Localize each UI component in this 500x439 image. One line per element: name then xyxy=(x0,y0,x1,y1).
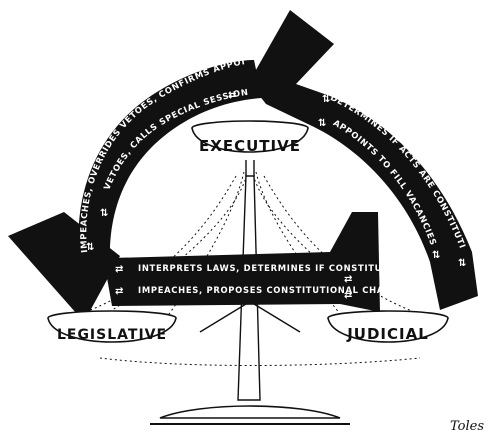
legislative-label: LEGISLATIVE xyxy=(57,327,167,343)
double-arrow-icon: ⇄ xyxy=(228,90,236,101)
double-arrow-icon: ⇅ xyxy=(432,250,440,261)
executive-label: EXECUTIVE xyxy=(199,137,301,155)
double-arrow-icon: ⇄ xyxy=(115,264,123,275)
double-arrow-icon: ⇄ xyxy=(344,290,352,301)
pan-judicial: JUDICIAL xyxy=(327,310,449,343)
double-arrow-icon: ⇅ xyxy=(322,94,330,105)
label-left-inner: VETOES, CALLS SPECIAL SESSIONS xyxy=(0,0,249,191)
artist-signature: Toles xyxy=(450,419,484,434)
pan-executive: EXECUTIVE xyxy=(191,120,309,177)
label-middle-top: INTERPRETS LAWS, DETERMINES IF CONSTITUT… xyxy=(138,263,421,273)
arrow-legislative-judicial xyxy=(106,212,380,312)
double-arrow-icon: ⇅ xyxy=(458,258,466,269)
judicial-label: JUDICIAL xyxy=(346,325,429,343)
pan-legislative: LEGISLATIVE xyxy=(47,310,177,343)
double-arrow-icon: ⇅ xyxy=(100,208,108,219)
double-arrow-icon: ⇅ xyxy=(318,118,326,129)
double-arrow-icon: ⇅ xyxy=(86,242,94,253)
double-arrow-icon: ⇄ xyxy=(214,58,222,69)
double-arrow-icon: ⇄ xyxy=(344,274,352,285)
label-middle-bottom: IMPEACHES, PROPOSES CONSTITUTIONAL CHANG… xyxy=(138,285,412,295)
double-arrow-icon: ⇄ xyxy=(115,286,123,297)
double-arrow-icons: ⇄ ⇄ ⇄ ⇄ ⇄ ⇄ ⇅ ⇅ ⇅ ⇅ ⇅ ⇅ xyxy=(86,58,466,301)
arrow-legislative-executive xyxy=(8,60,262,322)
arrow-executive-judicial xyxy=(240,10,478,310)
